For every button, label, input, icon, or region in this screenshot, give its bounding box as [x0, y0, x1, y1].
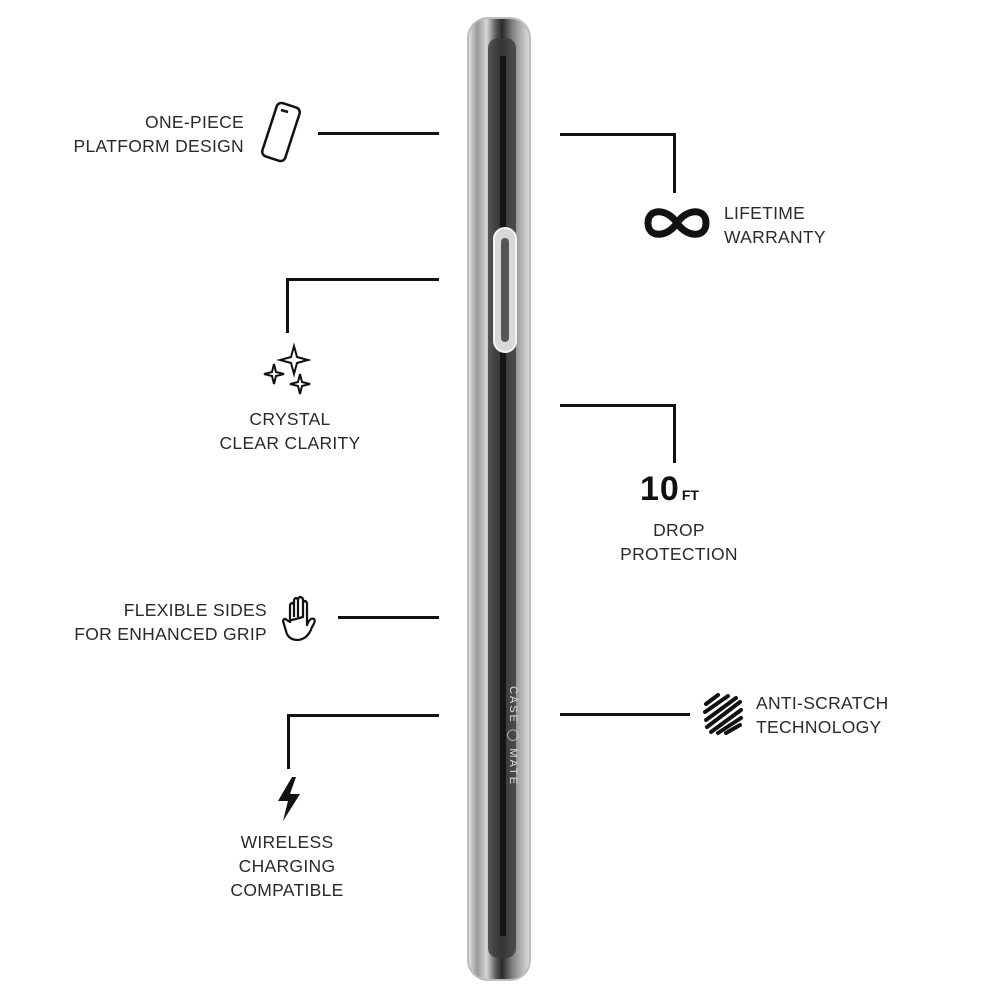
phone-outline-icon	[260, 101, 302, 163]
scratch-icon	[703, 693, 743, 735]
infinity-icon	[644, 208, 710, 238]
drop-height-number: 10	[640, 470, 680, 508]
sparkles-icon	[263, 342, 312, 395]
hand-icon	[281, 595, 316, 642]
label-line: ANTI-SCRATCH	[756, 693, 889, 713]
label-line: PLATFORM DESIGN	[73, 136, 244, 156]
feature-crystal-label: CRYSTAL CLEAR CLARITY	[190, 407, 390, 455]
connector-line	[560, 133, 676, 136]
label-line: DROP	[653, 520, 705, 540]
connector-line	[287, 714, 290, 769]
label-line: FOR ENHANCED GRIP	[74, 624, 267, 644]
case-mate-logo: CASE ◯ MATE	[507, 686, 519, 786]
connector-line	[287, 278, 439, 281]
label-line: FLEXIBLE SIDES	[123, 600, 267, 620]
label-line: CHARGING	[238, 856, 336, 876]
label-line: PROTECTION	[620, 544, 738, 564]
connector-line	[673, 404, 676, 463]
feature-scratch-label: ANTI-SCRATCH TECHNOLOGY	[756, 691, 889, 739]
connector-line	[318, 132, 439, 135]
connector-line	[286, 278, 289, 333]
phone-case-side-view: CASE ◯ MATE	[467, 17, 531, 981]
connector-line	[560, 713, 690, 716]
feature-lifetime-label: LIFETIME WARRANTY	[724, 201, 826, 249]
connector-line	[338, 616, 439, 619]
label-line: TECHNOLOGY	[756, 717, 882, 737]
label-line: WARRANTY	[724, 227, 826, 247]
feature-drop-label: DROP PROTECTION	[579, 518, 779, 566]
label-line: COMPATIBLE	[230, 880, 344, 900]
feature-wireless-label: WIRELESS CHARGING COMPATIBLE	[187, 830, 387, 902]
label-line: CRYSTAL	[249, 409, 331, 429]
label-line: LIFETIME	[724, 203, 806, 223]
label-line: ONE-PIECE	[145, 112, 244, 132]
connector-line	[288, 714, 439, 717]
feature-flexible-label: FLEXIBLE SIDES FOR ENHANCED GRIP	[74, 598, 267, 646]
feature-one-piece-label: ONE-PIECE PLATFORM DESIGN	[74, 110, 244, 158]
label-line: CLEAR CLARITY	[219, 433, 361, 453]
connector-line	[673, 133, 676, 193]
svg-text:CASE ◯ MATE: CASE ◯ MATE	[507, 686, 519, 786]
lightning-icon	[278, 777, 300, 821]
drop-height-unit: FT	[681, 487, 699, 503]
label-line: WIRELESS	[240, 832, 334, 852]
connector-line	[560, 404, 676, 407]
